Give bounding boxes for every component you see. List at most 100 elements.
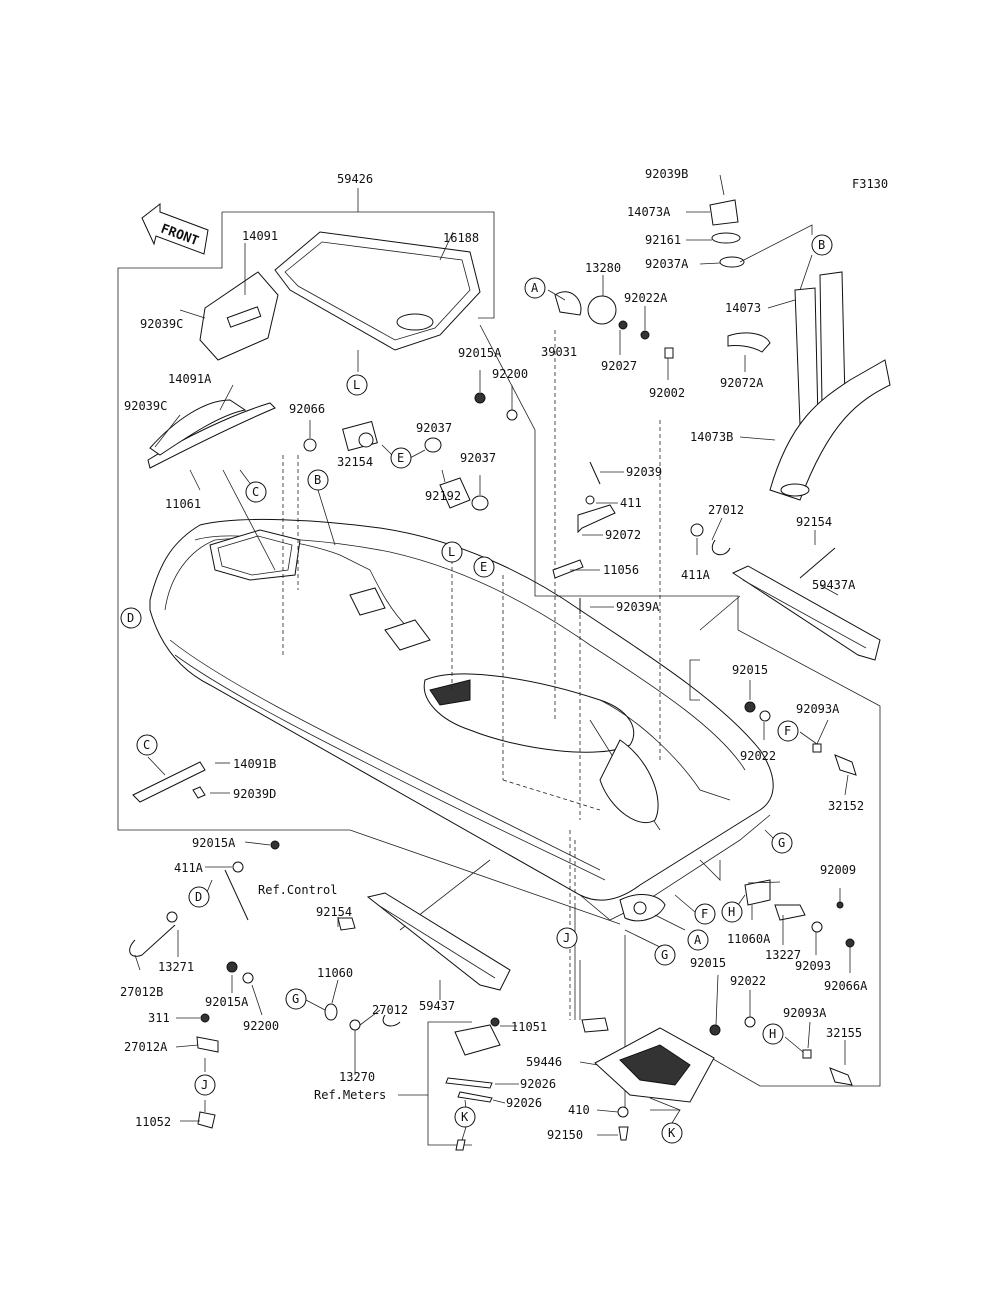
part-label: 92093A: [796, 702, 840, 716]
storage-tray-16188: [274, 231, 481, 351]
part-label: 16188: [443, 231, 479, 245]
hardware-center: [552, 461, 616, 614]
part-label: 11051: [511, 1020, 547, 1034]
callout-D: D: [195, 890, 202, 904]
part-label: 92015: [690, 956, 726, 970]
part-label: 92072: [605, 528, 641, 542]
part-label: 92154: [796, 515, 832, 529]
part-label: Ref.Meters: [314, 1088, 386, 1102]
hardware-lower-left: [129, 840, 401, 1129]
part-label: 411: [620, 496, 642, 510]
hull-body: [149, 518, 774, 922]
callout-A: A: [531, 281, 539, 295]
hardware-k-group: [427, 1017, 629, 1151]
part-label: 14091A: [168, 372, 212, 386]
part-label: 11060A: [727, 932, 771, 946]
callout-H: H: [728, 905, 735, 919]
part-label: 92039B: [645, 167, 688, 181]
callout-B: B: [314, 473, 321, 487]
front-arrow-icon: FRONT: [141, 202, 209, 255]
part-label: 32155: [826, 1026, 862, 1040]
part-label: 92015A: [205, 995, 249, 1009]
part-label: 13271: [158, 960, 194, 974]
part-label: 92066: [289, 402, 325, 416]
callout-L: L: [353, 378, 360, 392]
part-label: 14073: [725, 301, 761, 315]
part-label: 92002: [649, 386, 685, 400]
cap-14073A: [709, 199, 745, 268]
group-boundary-lines: [117, 188, 881, 1087]
part-label: 92015A: [192, 836, 236, 850]
callout-G: G: [292, 992, 299, 1006]
callout-B: B: [818, 238, 825, 252]
part-label: 13270: [339, 1070, 375, 1084]
part-label: 311: [148, 1011, 170, 1025]
part-label: 92039C: [124, 399, 167, 413]
assembly-lines: [282, 330, 741, 1108]
part-label: 92200: [492, 367, 528, 381]
part-label: 92093A: [783, 1006, 827, 1020]
part-label: 92039: [626, 465, 662, 479]
part-label: 411A: [681, 568, 711, 582]
part-label: 59446: [526, 1055, 562, 1069]
part-label: 92066A: [824, 979, 868, 993]
part-label: 411A: [174, 861, 204, 875]
part-label: 59437: [419, 999, 455, 1013]
callout-D: D: [127, 611, 134, 625]
hardware-top: [474, 291, 771, 421]
part-label: 59437A: [812, 578, 856, 592]
part-label: 92072A: [720, 376, 764, 390]
callout-K: K: [668, 1126, 676, 1140]
part-labels: 59426 14091 16188 92039C 14091A 92039C 1…: [120, 167, 868, 1142]
seal-14091A: [147, 399, 276, 469]
rail-59437: [366, 892, 511, 991]
part-label: 92150: [547, 1128, 583, 1142]
part-label: 27012: [372, 1003, 408, 1017]
rail-59437A: [731, 565, 881, 661]
part-label: 92022A: [624, 291, 668, 305]
part-label: 92026: [520, 1077, 556, 1091]
leader-lines: [134, 174, 851, 1141]
hardware-right-lower: [709, 701, 857, 1086]
callout-circles: A A B B C C D D E E F F G G G H H J J K …: [120, 234, 833, 1144]
callout-G: G: [661, 948, 668, 962]
part-label: 39031: [541, 345, 577, 359]
part-label: 11060: [317, 966, 353, 980]
lid-14091: [199, 271, 279, 361]
part-label: 14073A: [627, 205, 671, 219]
part-label: 14073B: [690, 430, 733, 444]
part-label: 92161: [645, 233, 681, 247]
callout-C: C: [143, 738, 150, 752]
part-label: 92015: [732, 663, 768, 677]
step-plate-59446: [594, 1027, 715, 1103]
part-label: 92037: [416, 421, 452, 435]
part-label: 92154: [316, 905, 352, 919]
part-label: 11061: [165, 497, 201, 511]
callout-A: A: [694, 933, 702, 947]
part-label: 92022: [740, 749, 776, 763]
hardware-32154: [303, 420, 489, 511]
part-label: 13227: [765, 948, 801, 962]
callout-J: J: [563, 931, 570, 945]
part-label: 92009: [820, 863, 856, 877]
callout-L: L: [448, 545, 455, 559]
part-label: 92192: [425, 489, 461, 503]
callout-E: E: [397, 451, 404, 465]
callout-C: C: [252, 485, 259, 499]
hardware-right: [690, 523, 836, 579]
part-label: 11052: [135, 1115, 171, 1129]
part-label: 92093: [795, 959, 831, 973]
part-label: 92039A: [616, 600, 660, 614]
part-label: 410: [568, 1103, 590, 1117]
part-label: 92037A: [645, 257, 689, 271]
part-label: 32152: [828, 799, 864, 813]
callout-K: K: [461, 1110, 469, 1124]
part-label: 27012: [708, 503, 744, 517]
part-label: 92026: [506, 1096, 542, 1110]
part-label: 14091: [242, 229, 278, 243]
part-label: 27012A: [124, 1040, 168, 1054]
part-label: 92200: [243, 1019, 279, 1033]
hose-14073: [769, 271, 891, 501]
callout-E: E: [480, 560, 487, 574]
part-label: Ref.Control: [258, 883, 337, 897]
